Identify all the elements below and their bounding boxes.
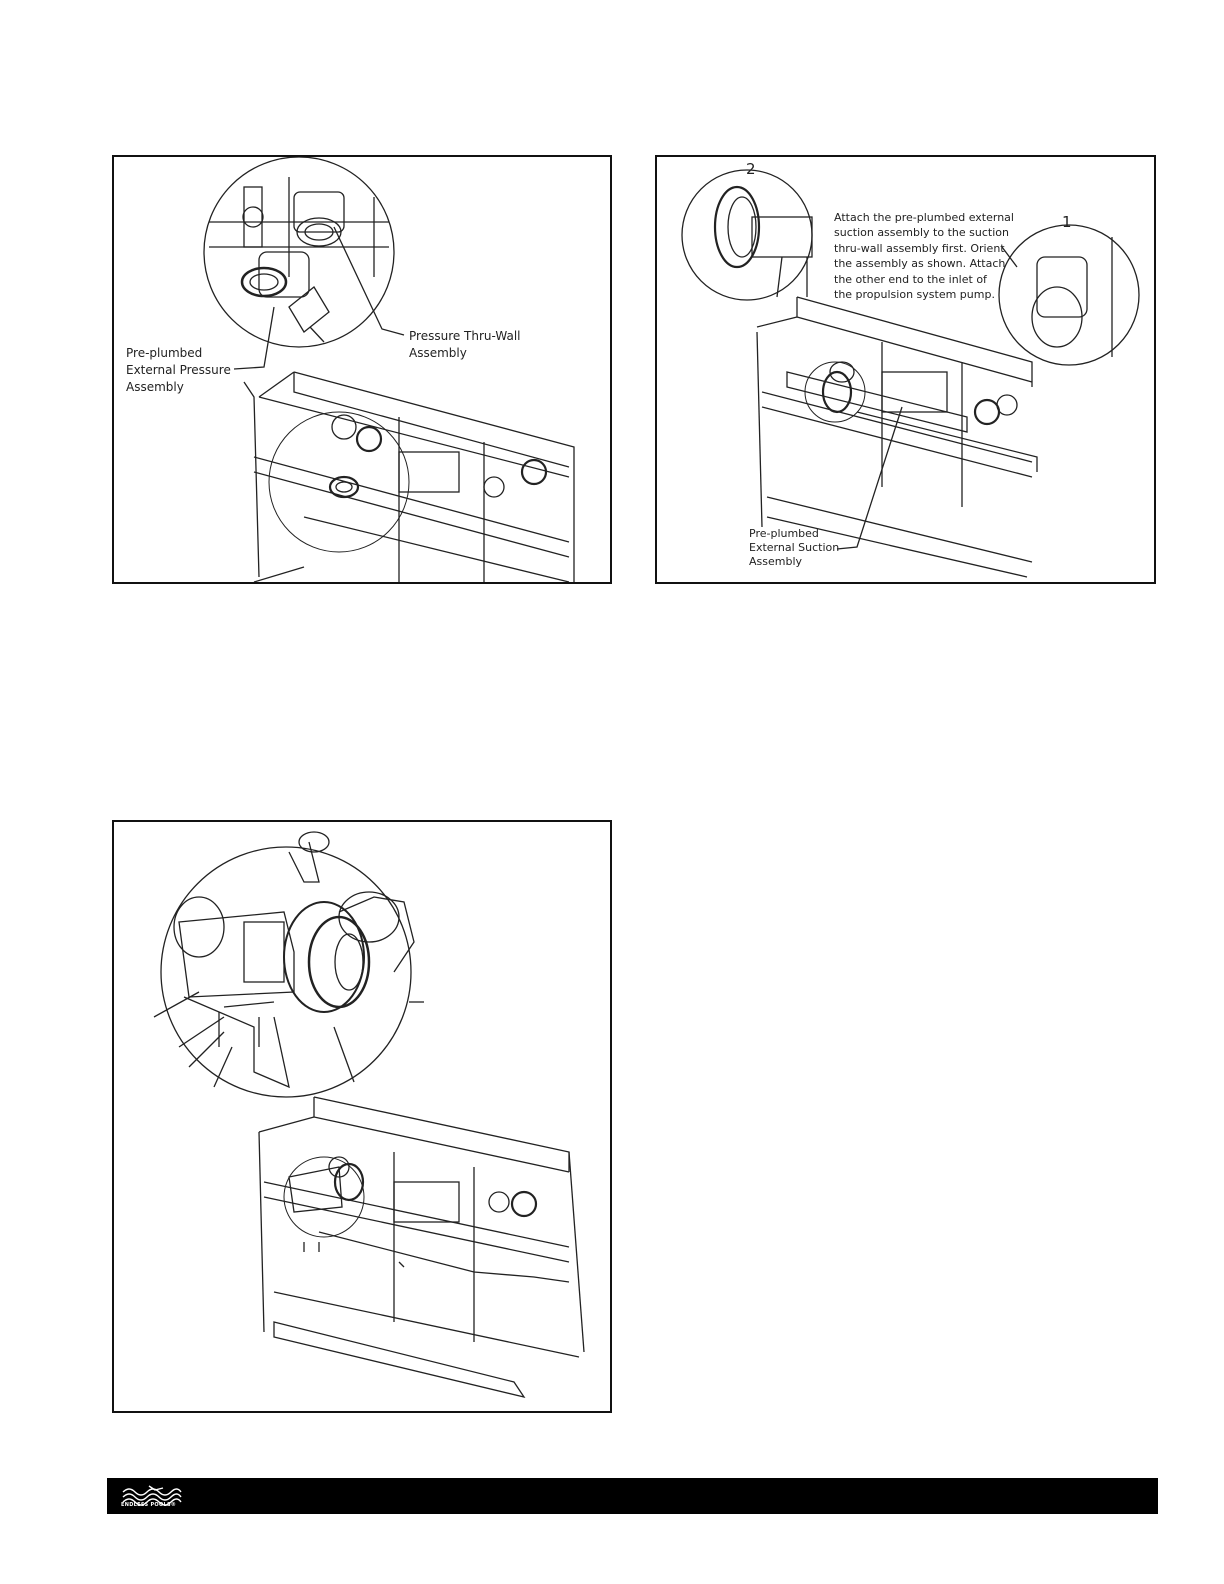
pressure-assembly-illustration [203, 157, 575, 582]
footer-bar: ENDLESS POOLS® [107, 1478, 1158, 1514]
detail-circle [203, 157, 395, 348]
callout-external-pressure-assembly: Pre-plumbed External Pressure Assembly [126, 346, 231, 394]
detail-circle-1 [998, 224, 1140, 366]
figure-suction-assembly: 2 1 Attach the pre-plumbed external suct… [655, 155, 1156, 584]
figure-pump-mounting [112, 820, 612, 1413]
callout-pressure-thru-wall-assembly: Pressure Thru-Wall Assembly [409, 329, 521, 360]
pump-mounting-illustration [153, 831, 585, 1399]
detail-circle [160, 846, 412, 1098]
instruction-text: Attach the pre-plumbed external suction … [834, 211, 1014, 302]
logo-wordmark: ENDLESS POOLS® [121, 1502, 177, 1508]
detail-number-1: 1 [1062, 213, 1072, 231]
endless-pools-logo [122, 1485, 182, 1506]
callout-external-suction-assembly: Pre-plumbed External Suction Assembly [749, 527, 840, 568]
figure-pressure-assembly: Pre-plumbed External Pressure Assembly P… [112, 155, 612, 584]
detail-number-2: 2 [746, 160, 756, 178]
suction-assembly-illustration [681, 169, 1140, 578]
detail-circle-2 [681, 169, 813, 301]
